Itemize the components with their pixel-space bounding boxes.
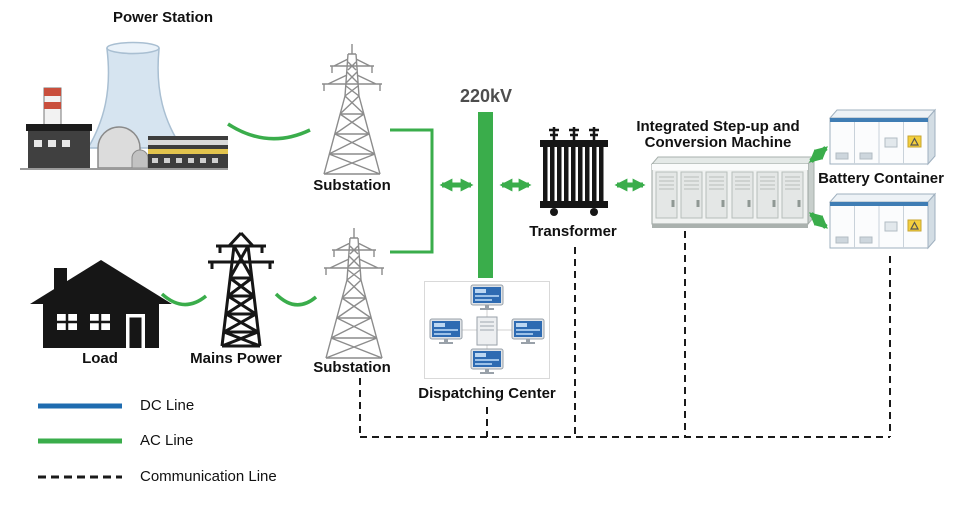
substation-bottom-label: Substation [313,359,391,376]
wheel [590,208,598,216]
integrated-machine-label-line2: Conversion Machine [644,134,792,151]
dispatching-center-icon [424,281,550,379]
machine-panels [655,171,804,219]
dispatch-links [462,310,512,349]
container-side-face [927,192,936,250]
house-window [90,314,110,330]
warning-sticker [907,219,922,232]
legend-communication-line-label: Communication Line [140,468,277,485]
cooling-tower-top [106,41,160,55]
mains-power-label: Mains Power [190,350,282,367]
house-door [126,314,145,348]
plant-building-left [26,124,92,168]
substation-top-tower-icon [322,44,382,175]
transformer-label: Transformer [529,223,617,240]
power-station-icon [20,41,228,170]
bushings [549,127,599,140]
vent [835,236,849,244]
battery-container-bottom-icon [828,192,936,250]
container-top-face [828,109,936,119]
legend-ac-line-label: AC Line [140,432,194,449]
equipment-box [884,221,898,232]
machine-top-face [650,156,816,165]
mains-power-tower-icon [208,231,274,348]
warning-sticker [907,135,922,148]
load-label: Load [82,350,118,367]
house-roof [30,260,172,304]
equipment-box [884,137,898,148]
bottom-plate [540,201,608,208]
server-icon [476,316,498,346]
transformer-icon [540,127,608,216]
substation-bottom-tower-icon [324,228,384,359]
pylon [208,231,274,348]
lattice-tower [322,44,382,175]
load-house-icon [30,260,172,348]
machine-skid [652,224,808,228]
battery-container-label: Battery Container [818,170,944,187]
house-window [57,314,77,330]
cooling-tower [86,47,184,149]
integrated-machine-icon [650,155,816,228]
container-top-face [828,193,936,203]
vent [859,236,873,244]
machine-top-band [652,164,808,170]
machine-side-face [807,155,815,226]
door-seams [854,122,904,164]
lattice-tower [324,228,384,359]
container-blue-band [830,118,928,122]
vent [835,152,849,160]
radiator-ribs [543,147,604,201]
dispatching-center-label: Dispatching Center [418,385,556,402]
power-station-label: Power Station [112,9,214,26]
integrated-machine-label: Integrated Step-up and Conversion Machin… [636,119,799,151]
ac-arc-powerstation-substation [227,122,311,141]
container-blue-band [830,202,928,206]
battery-container-top-icon [828,108,936,166]
plant-building-right [148,136,228,168]
bus-bar-220kv [478,112,493,278]
wheel [550,208,558,216]
reactor-dome [97,126,149,169]
legend-dc-line-label: DC Line [140,397,195,414]
integrated-machine-label-line1: Integrated Step-up and [636,118,800,135]
vent [859,152,873,160]
substation-top-label: Substation [313,177,391,194]
voltage-label: 220kV [459,86,513,106]
container-side-face [927,108,936,166]
top-plate [540,140,608,147]
door-seams [854,206,904,248]
